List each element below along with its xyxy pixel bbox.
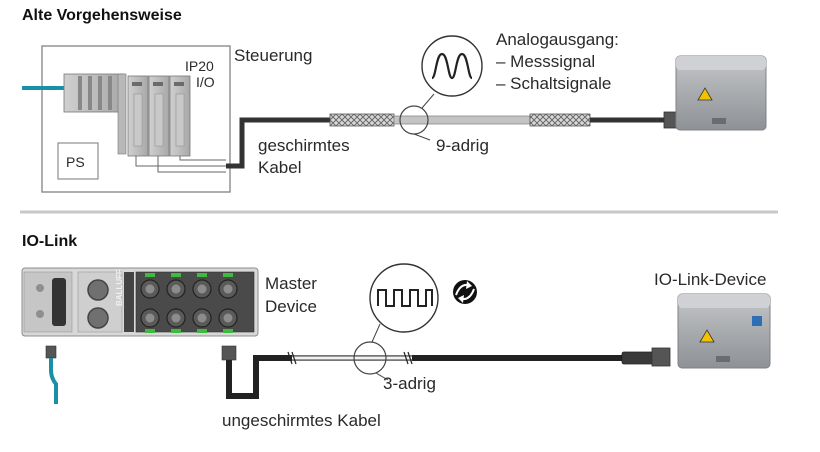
port-status-led bbox=[145, 329, 155, 333]
shielded-cable-label-1: geschirmtes bbox=[258, 136, 350, 155]
module-wiring bbox=[135, 156, 226, 173]
brand-logo: BALLUFF bbox=[115, 269, 124, 306]
port-status-led bbox=[223, 273, 233, 277]
master-ports bbox=[140, 273, 238, 333]
m12-port bbox=[166, 308, 186, 333]
shielded-cable-label-2: Kabel bbox=[258, 158, 302, 177]
wire-count-label-old: 9-adrig bbox=[436, 136, 489, 155]
plc-controller bbox=[63, 73, 127, 155]
digital-signal-callout bbox=[369, 263, 439, 343]
m12-port bbox=[140, 308, 160, 333]
master-teal-drop bbox=[45, 345, 58, 404]
io-label: I/O bbox=[196, 74, 215, 90]
io-modules bbox=[127, 75, 191, 157]
analog-item-messsignal: – Messsignal bbox=[496, 52, 596, 71]
m12-port bbox=[192, 308, 212, 333]
analog-item-schaltsignale: – Schaltsignale bbox=[496, 74, 612, 93]
analog-title: Analogausgang: bbox=[496, 30, 619, 49]
ip20-label: IP20 bbox=[185, 58, 214, 74]
shielded-cable bbox=[226, 113, 664, 169]
m12-port bbox=[192, 273, 212, 299]
section-heading-iolink: IO-Link bbox=[22, 233, 78, 250]
analog-signal-callout bbox=[421, 35, 483, 109]
power-supply bbox=[57, 142, 99, 180]
master-label-2: Device bbox=[265, 297, 317, 316]
port-status-led bbox=[223, 329, 233, 333]
io-link-device-label: IO-Link-Device bbox=[654, 270, 767, 289]
port-status-led bbox=[171, 329, 181, 333]
wire-count-label-iolink: 3-adrig bbox=[383, 374, 436, 393]
wire-count-magnifier-iolink bbox=[353, 341, 389, 381]
port-status-led bbox=[197, 329, 207, 333]
section-heading-old: Alte Vorgehensweise bbox=[22, 7, 182, 24]
bidirectional-communication-icon bbox=[453, 280, 477, 304]
port-status-led bbox=[171, 273, 181, 277]
unshielded-cable bbox=[221, 345, 655, 399]
ps-label: PS bbox=[66, 154, 85, 170]
port-status-led bbox=[145, 273, 155, 277]
io-link-sensor bbox=[651, 293, 771, 369]
m12-port bbox=[218, 273, 238, 299]
port-status-led bbox=[197, 273, 207, 277]
m12-port bbox=[218, 308, 238, 333]
control-cabinet bbox=[41, 45, 231, 193]
m12-port bbox=[166, 273, 186, 299]
m12-port bbox=[140, 273, 160, 299]
analog-sensor bbox=[663, 55, 767, 131]
steuerung-label: Steuerung bbox=[234, 46, 313, 65]
master-label-1: Master bbox=[265, 274, 317, 293]
cable-break-marks bbox=[287, 351, 413, 365]
unshielded-cable-label: ungeschirmtes Kabel bbox=[222, 411, 381, 430]
wire-count-magnifier bbox=[399, 105, 431, 141]
